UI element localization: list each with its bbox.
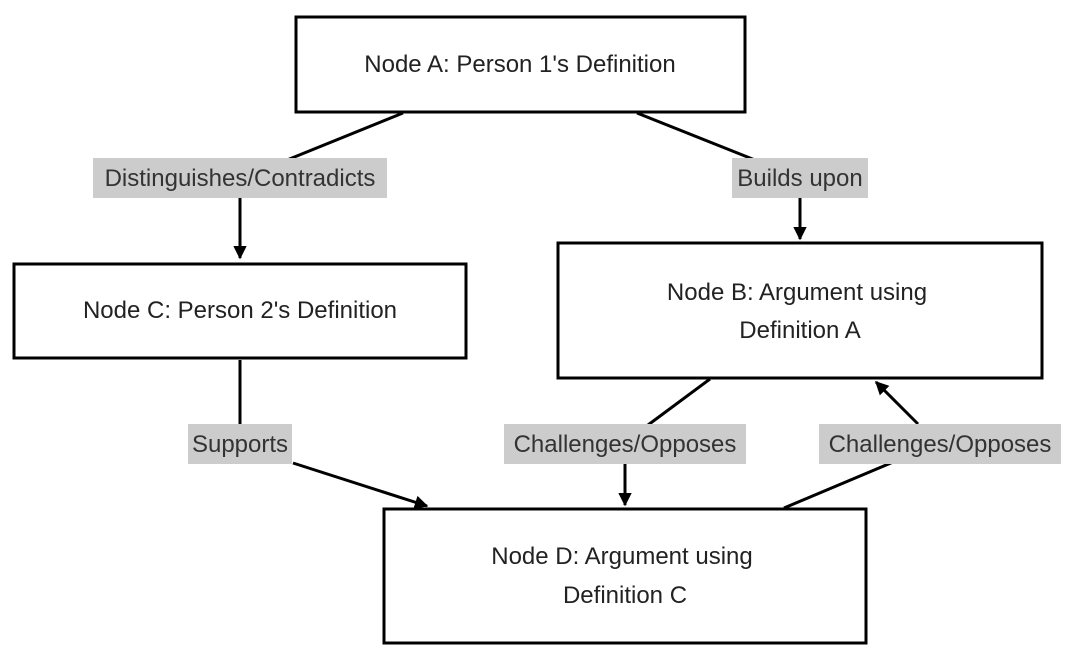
- edge-label-bg: [732, 158, 868, 198]
- edge-c-to-d-line-lower: [292, 461, 429, 509]
- edge-label-a-to-c: Distinguishes/Contradicts: [93, 158, 387, 198]
- node-c: Node C: Person 2's Definition: [12, 262, 468, 360]
- node-c-label: Node C: Person 2's Definition: [83, 297, 397, 324]
- node-c-box: [12, 262, 468, 360]
- edge-label-bg: [504, 424, 746, 464]
- edge-b-to-d-line-upper: [647, 377, 711, 427]
- edge-label-b-to-d: Challenges/Opposes: [504, 424, 746, 464]
- edges: [233, 111, 920, 510]
- node-d-box: [382, 507, 868, 645]
- edge-label-text: Challenges/Opposes: [514, 431, 737, 458]
- node-d-label-line1: Node D: Argument using: [491, 543, 752, 570]
- edge-d-to-b-line-lower: [783, 458, 899, 510]
- edge-label-text: Distinguishes/Contradicts: [105, 165, 376, 192]
- node-a-box: [294, 15, 747, 114]
- node-d: Node D: Argument using Definition C: [382, 507, 868, 645]
- edge-a-to-c-line-upper: [286, 111, 404, 162]
- edge-label-bg: [93, 158, 387, 198]
- edge-label-text: Challenges/Opposes: [829, 431, 1052, 458]
- edge-label-a-to-b: Builds upon: [732, 158, 868, 198]
- edge-label-c-to-d: Supports: [188, 424, 292, 464]
- node-d-label-line2: Definition C: [563, 582, 687, 609]
- node-b-label-line2: Definition A: [739, 317, 860, 344]
- node-b-label-line1: Node B: Argument using: [667, 279, 927, 306]
- node-a: Node A: Person 1's Definition: [294, 15, 747, 114]
- edge-d-to-b-line-upper: [874, 380, 920, 426]
- edge-label-bg: [819, 424, 1061, 464]
- node-b: Node B: Argument using Definition A: [556, 241, 1044, 380]
- edge-label-text: Supports: [192, 431, 288, 458]
- node-b-box: [556, 241, 1044, 380]
- edge-a-to-b-line-upper: [636, 111, 756, 162]
- edge-label-d-to-b: Challenges/Opposes: [819, 424, 1061, 464]
- edge-label-text: Builds upon: [737, 165, 862, 192]
- node-a-label: Node A: Person 1's Definition: [364, 51, 675, 78]
- edge-label-bg: [188, 424, 292, 464]
